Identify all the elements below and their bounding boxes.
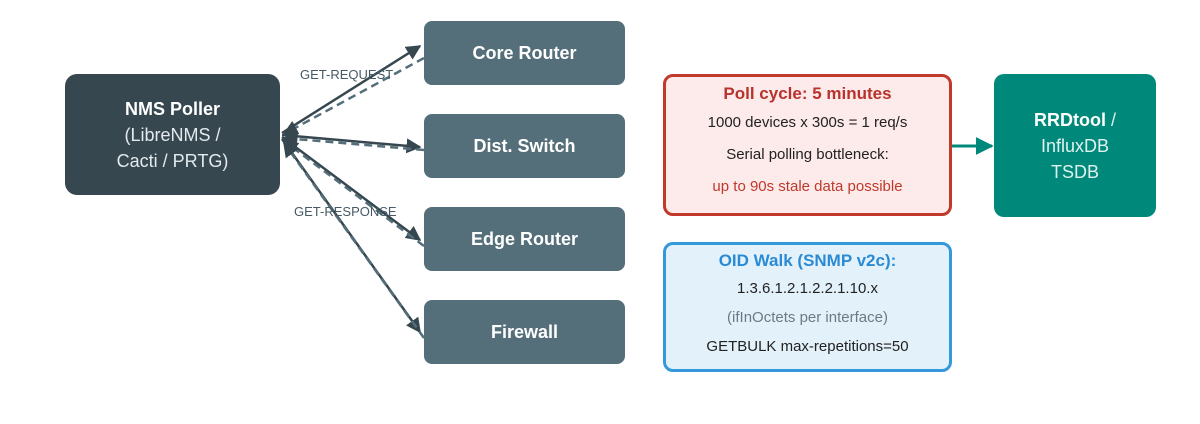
oid-walk-title: OID Walk (SNMP v2c): [718,251,897,270]
tsdb-line1: RRDtool / [1034,107,1116,133]
response-arrow-dist-switch [282,131,425,152]
get-request-label: GET-REQUEST [300,67,394,82]
request-arrow-edge-router [281,135,422,242]
oid-walk-oid: 1.3.6.1.2.1.2.2.1.10.x [737,280,878,297]
device-node-edge-router: Edge Router [424,207,625,271]
oid-walk-box: OID Walk (SNMP v2c): 1.3.6.1.2.1.2.2.1.1… [663,242,952,372]
response-arrow-firewall [282,141,426,339]
tsdb-separator: / [1105,109,1116,130]
poll-cycle-line2: Serial polling bottleneck: [726,146,889,163]
poll-cycle-title: Poll cycle: 5 minutes [723,84,892,103]
nms-poller-node: NMS Poller (LibreNMS / Cacti / PRTG) [65,74,280,195]
device-label: Dist. Switch [473,135,576,156]
device-node-core-router: Core Router [424,21,625,85]
oid-walk-description: (ifInOctets per interface) [727,309,888,326]
tsdb-node: RRDtool / InfluxDB TSDB [994,74,1156,217]
oid-walk-getbulk: GETBULK max-repetitions=50 [706,338,909,355]
request-arrow-core-router [281,44,422,135]
tsdb-label: TSDB [1050,161,1099,182]
device-label: Core Router [472,42,577,63]
tsdb-influxdb: InfluxDB [1040,135,1110,156]
nms-poller-title: NMS Poller [124,98,221,119]
poll-cycle-warning: up to 90s stale data possible [712,178,903,195]
nms-poller-line2: (LibreNMS / [124,124,221,145]
get-response-label: GET-RESPONSE [294,204,397,219]
response-arrow-edge-router [282,140,425,247]
nms-poller-line3: Cacti / PRTG) [116,150,229,171]
tsdb-rrdtool: RRDtool [1034,109,1106,130]
device-node-firewall: Firewall [424,300,625,364]
device-label: Edge Router [470,228,578,249]
device-label: Firewall [490,321,559,342]
poll-cycle-box: Poll cycle: 5 minutes 1000 devices x 300… [663,74,952,216]
poll-cycle-line1: 1000 devices x 300s = 1 req/s [707,114,908,131]
device-node-dist-switch: Dist. Switch [424,114,625,178]
request-arrow-dist-switch [281,133,422,154]
response-arrow-core-router [282,56,425,136]
